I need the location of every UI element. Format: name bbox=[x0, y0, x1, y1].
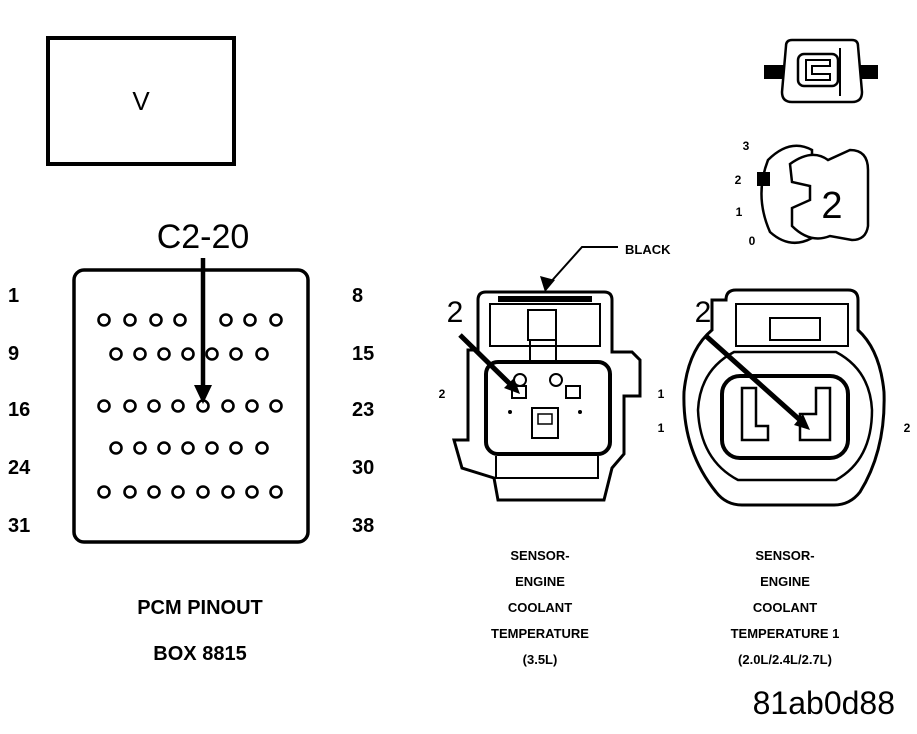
pin-grid bbox=[97, 313, 283, 499]
caption-line: SENSOR- bbox=[755, 548, 814, 563]
color-callout-leader bbox=[547, 246, 618, 286]
switch-indicator bbox=[757, 172, 770, 186]
pcm-caption-line1: PCM PINOUT bbox=[137, 597, 263, 619]
voltmeter-symbol-box: V bbox=[46, 36, 236, 166]
pin-cavity bbox=[181, 347, 195, 361]
row-number-right: 23 bbox=[352, 399, 374, 421]
pin-cavity bbox=[221, 399, 235, 413]
row-number-left: 1 bbox=[8, 285, 19, 307]
terminal-1 bbox=[740, 386, 770, 442]
pin-cavity bbox=[157, 441, 171, 455]
callout-arrow-head bbox=[194, 385, 212, 404]
row-number-right: 15 bbox=[352, 343, 374, 365]
rotary-switch: 3 2 1 0 2 bbox=[735, 139, 870, 248]
caption-line: ENGINE bbox=[760, 574, 810, 589]
switch-position-label: 3 bbox=[743, 139, 750, 153]
pin-cavity bbox=[205, 441, 219, 455]
row-number-right: 38 bbox=[352, 515, 374, 537]
row-number-right: 30 bbox=[352, 457, 374, 479]
pin-cavity bbox=[181, 441, 195, 455]
row-number-left: 16 bbox=[8, 399, 30, 421]
pin-callout-arrow bbox=[704, 334, 802, 422]
pin-cavity bbox=[269, 399, 283, 413]
row-number-left: 31 bbox=[8, 515, 30, 537]
pin-cavity bbox=[171, 399, 185, 413]
pin-cavity bbox=[229, 347, 243, 361]
pin-cavity bbox=[109, 441, 123, 455]
row-number-left: 9 bbox=[8, 343, 19, 365]
pin-cavity bbox=[173, 313, 187, 327]
caption-line: SENSOR- bbox=[510, 548, 569, 563]
pin-cavity bbox=[123, 399, 137, 413]
row-number-left: 24 bbox=[8, 457, 31, 479]
side-pin-label: 1 bbox=[658, 421, 665, 435]
caption-line: TEMPERATURE bbox=[491, 626, 589, 641]
pin-cavity bbox=[245, 399, 259, 413]
pin-cavity bbox=[229, 441, 243, 455]
pcm-connector: C2-20 1 9 16 24 31 8 15 23 30 38 PCM PIN… bbox=[8, 218, 374, 665]
pcm-caption-line2: BOX 8815 bbox=[153, 643, 246, 665]
pin-callout-arrow bbox=[458, 333, 513, 387]
pin-cavity bbox=[147, 399, 161, 413]
figure-id: 81ab0d88 bbox=[753, 685, 895, 721]
caption-line: ENGINE bbox=[515, 574, 565, 589]
caption-line: TEMPERATURE 1 bbox=[731, 626, 840, 641]
pin-cavity bbox=[255, 347, 269, 361]
color-callout: BLACK bbox=[625, 242, 671, 257]
caption-line: (2.0L/2.4L/2.7L) bbox=[738, 652, 832, 667]
side-pin-label: 2 bbox=[439, 387, 446, 401]
caption-line: COOLANT bbox=[753, 600, 817, 615]
pin-cavity bbox=[243, 313, 257, 327]
pin-cavity bbox=[147, 485, 161, 499]
pin-cavity bbox=[269, 313, 283, 327]
pin-cavity bbox=[97, 399, 111, 413]
pin-cavity bbox=[97, 485, 111, 499]
cavity-callout: C2-20 bbox=[157, 218, 250, 256]
pin-cavity bbox=[269, 485, 283, 499]
pin-cavity bbox=[171, 485, 185, 499]
pin-cavity bbox=[219, 313, 233, 327]
pin-cavity bbox=[157, 347, 171, 361]
connector-view-icon bbox=[764, 38, 878, 104]
switch-position-label: 2 bbox=[735, 173, 742, 187]
side-pin-label: 2 bbox=[904, 421, 911, 435]
switch-selected-position: 2 bbox=[821, 185, 842, 227]
pin-callout-number: 2 bbox=[695, 296, 712, 329]
switch-position-label: 1 bbox=[736, 205, 743, 219]
voltmeter-label: V bbox=[132, 86, 150, 116]
side-pin-label: 1 bbox=[658, 387, 665, 401]
terminal-2 bbox=[565, 385, 581, 399]
caption-line: COOLANT bbox=[508, 600, 572, 615]
caption-line: (3.5L) bbox=[523, 652, 558, 667]
pin-cavity bbox=[123, 485, 137, 499]
pin-cavity bbox=[205, 347, 219, 361]
switch-position-label: 0 bbox=[749, 234, 756, 248]
pin-cavity bbox=[109, 347, 123, 361]
coolant-sensor-connector-2l: 2 1 1 2 SENSOR- ENGINE COOLANT TEMPERATU… bbox=[658, 288, 911, 667]
pin-cavity bbox=[196, 485, 210, 499]
pin-cavity bbox=[133, 347, 147, 361]
coolant-sensor-connector-3-5l: BLACK 2 2 SENSOR- ENGINE COOLANT TEMPERA… bbox=[439, 242, 671, 667]
pin-cavity bbox=[221, 485, 235, 499]
pin-cavity bbox=[149, 313, 163, 327]
pcm-connector-face bbox=[72, 268, 310, 544]
pin-cavity bbox=[133, 441, 147, 455]
pin-cavity bbox=[245, 485, 259, 499]
pin-cavity bbox=[123, 313, 137, 327]
pin-callout-number: 2 bbox=[447, 296, 464, 329]
pin-cavity bbox=[255, 441, 269, 455]
row-number-right: 8 bbox=[352, 285, 363, 307]
pin-cavity bbox=[97, 313, 111, 327]
